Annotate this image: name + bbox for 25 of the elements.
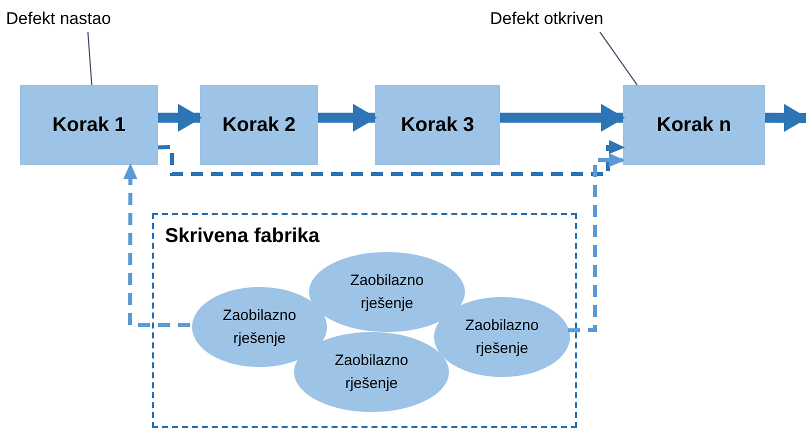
cloud-label: Zaobilazno rješenje <box>222 306 298 349</box>
step-label: Korak 2 <box>222 113 296 138</box>
flow-arrow <box>764 104 806 132</box>
dashed-arrow <box>158 140 625 176</box>
flow-arrow <box>318 104 377 132</box>
dashed-group-box <box>152 213 577 428</box>
group-heading: Skrivena fabrika <box>165 224 320 249</box>
flow-arrow <box>500 104 625 132</box>
dashed-arrow <box>123 163 190 327</box>
flow-arrow <box>158 104 202 132</box>
process-box <box>375 85 500 165</box>
dashed-arrow <box>568 153 625 332</box>
leader-line <box>599 32 638 86</box>
step-label: Korak n <box>656 113 732 138</box>
annotation-text: Defekt otkriven <box>490 8 604 30</box>
cloud-label: Zaobilazno rješenje <box>349 271 425 314</box>
cloud-label: Zaobilazno rješenje <box>464 316 540 359</box>
process-box <box>200 85 318 165</box>
annotation-text: Defekt nastao <box>6 8 111 30</box>
cloud-label: Zaobilazno rješenje <box>334 351 410 394</box>
step-label: Korak 1 <box>52 113 126 138</box>
step-label: Korak 3 <box>400 113 474 138</box>
process-box <box>20 85 158 165</box>
process-box <box>623 85 765 165</box>
leader-line <box>87 32 92 86</box>
